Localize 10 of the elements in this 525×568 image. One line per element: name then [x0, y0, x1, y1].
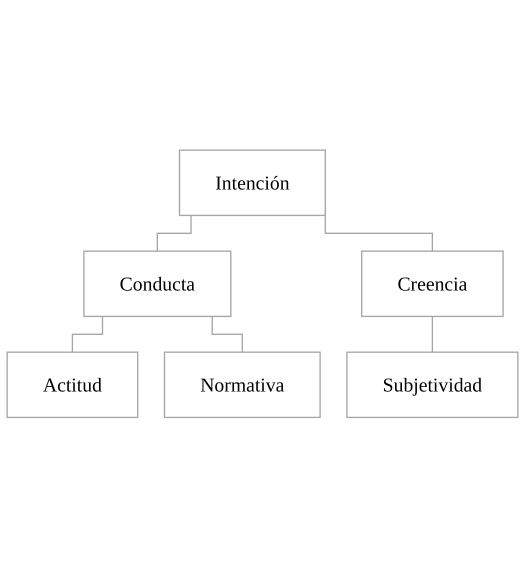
node-box: Normativa: [164, 352, 321, 418]
connector: [72, 316, 104, 354]
node-box: Intención: [178, 150, 326, 216]
connector: [212, 316, 243, 354]
connector: [156, 216, 192, 252]
node-box: Subjetividad: [346, 352, 519, 418]
node-box: Actitud: [6, 352, 138, 418]
node-box: Creencia: [361, 250, 504, 318]
connector: [432, 316, 434, 354]
node-box: Conducta: [83, 250, 232, 318]
